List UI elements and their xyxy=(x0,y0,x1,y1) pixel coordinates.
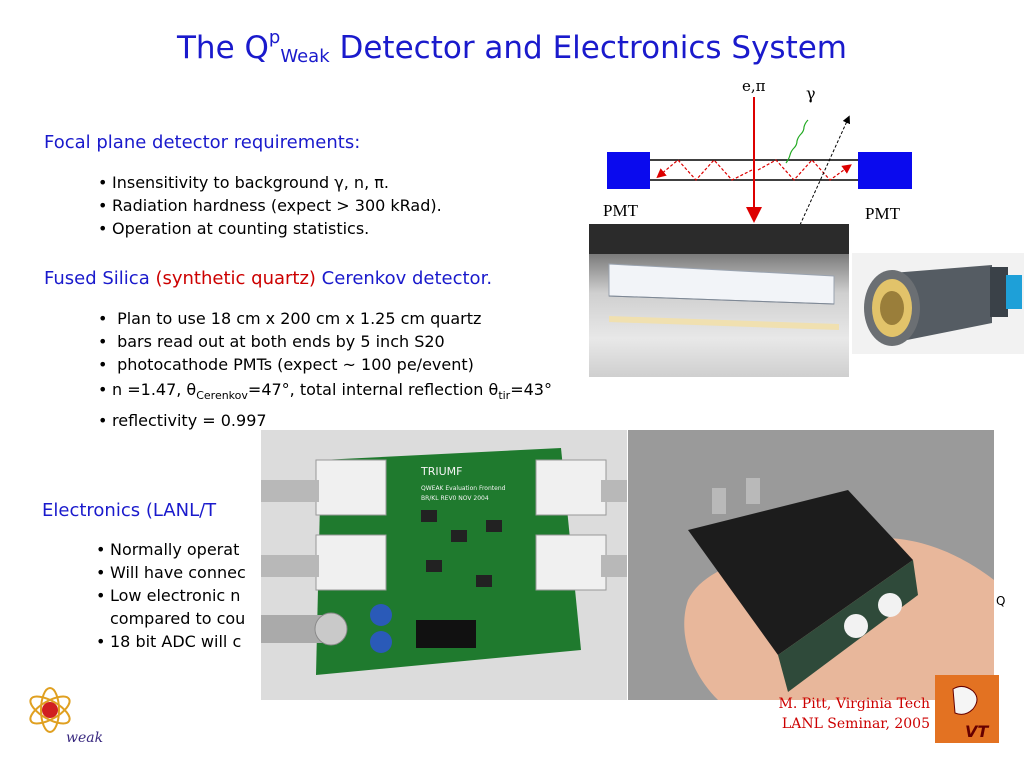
list-item: •Normally operat xyxy=(96,540,240,559)
pcb-brand: TRIUMF xyxy=(420,465,462,478)
reflection-path-left xyxy=(656,159,753,181)
list-item: •Insensitivity to background γ, n, π. xyxy=(98,173,389,192)
gamma-label: γ xyxy=(806,84,816,103)
gamma-wave xyxy=(785,119,809,164)
list-item: •Will have connec xyxy=(96,563,246,582)
reflection-path-right xyxy=(757,159,852,181)
pcb-photo: TRIUMF QWEAK Evaluation Frontend BR/KL R… xyxy=(261,430,627,700)
list-item: • bars read out at both ends by 5 inch S… xyxy=(98,332,445,351)
electronics-list: •Normally operat •Will have connec •Low … xyxy=(96,538,246,653)
pcb-line2: BR/KL REV0 NOV 2004 xyxy=(421,495,489,502)
logo-text: weak xyxy=(66,730,103,746)
focal-plane-list: •Insensitivity to background γ, n, π. •R… xyxy=(98,171,442,240)
list-item: • Plan to use 18 cm x 200 cm x 1.25 cm q… xyxy=(98,309,482,328)
photon-track xyxy=(799,115,850,226)
preamp-image xyxy=(628,430,994,700)
pmt-left-block xyxy=(607,152,650,189)
focal-plane-heading: Focal plane detector requirements: xyxy=(44,132,361,153)
vt-logo-text: VT xyxy=(965,722,989,741)
slide-title: The QpWeak Detector and Electronics Syst… xyxy=(176,26,847,67)
list-item: •18 bit ADC will c xyxy=(96,632,242,651)
side-letter: Q xyxy=(996,594,1006,608)
pmt-right-label: PMT xyxy=(865,204,901,223)
list-item: •n =1.47, θCerenkov=47°, total internal … xyxy=(98,380,552,402)
fused-silica-list: • Plan to use 18 cm x 200 cm x 1.25 cm q… xyxy=(98,307,552,432)
footer-line2: LANL Seminar, 2005 xyxy=(781,716,930,732)
pmt-image xyxy=(852,253,1024,354)
pcb-line1: QWEAK Evaluation Frontend xyxy=(421,485,506,492)
pmt-right-block xyxy=(858,152,912,189)
footer-credit: M. Pitt, Virginia Tech LANL Seminar, 200… xyxy=(720,694,930,734)
vt-logo-icon: VT xyxy=(935,675,999,743)
fused-silica-heading: Fused Silica (synthetic quartz) Cerenkov… xyxy=(44,268,493,289)
pmt-photo xyxy=(852,253,1024,354)
pcb-image: TRIUMF QWEAK Evaluation Frontend BR/KL R… xyxy=(261,430,627,700)
electronics-heading: Electronics (LANL/T xyxy=(42,500,217,521)
cerenkov-diagram: e,π γ PMT PMT xyxy=(603,77,912,226)
list-item: •Radiation hardness (expect > 300 kRad). xyxy=(98,196,442,215)
list-item: compared to cou xyxy=(110,609,246,628)
pmt-left-label: PMT xyxy=(603,201,639,220)
list-item: •Operation at counting statistics. xyxy=(98,219,370,238)
quartz-bar-image xyxy=(589,224,849,330)
footer-line1: M. Pitt, Virginia Tech xyxy=(778,696,930,712)
qweak-logo-icon: weak xyxy=(29,687,103,746)
preamp-photo xyxy=(628,430,994,700)
list-item: • photocathode PMTs (expect ~ 100 pe/eve… xyxy=(98,355,474,374)
list-item: •Low electronic n xyxy=(96,586,241,605)
quartz-bar-photo xyxy=(589,224,849,377)
list-item: •reflectivity = 0.997 xyxy=(98,411,267,430)
particle-label: e,π xyxy=(742,77,766,95)
